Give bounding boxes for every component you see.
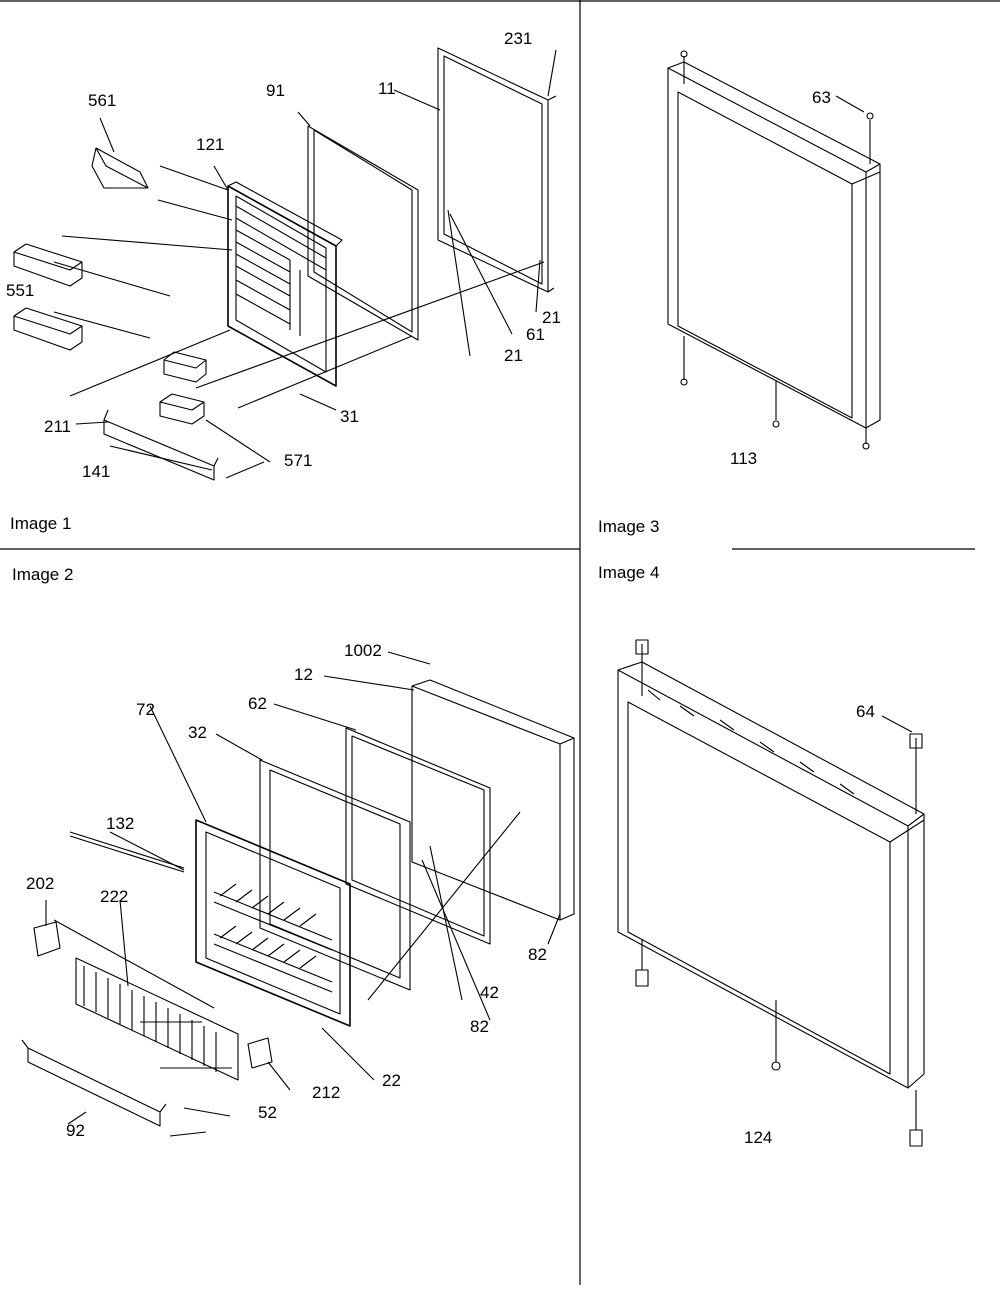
callout-label: 62: [248, 694, 267, 713]
callout-label: 21: [542, 308, 561, 327]
callout-label: 231: [504, 29, 533, 48]
callout-label: 22: [382, 1071, 401, 1090]
image2-drawing: [21, 651, 575, 1137]
callout-label: 212: [312, 1083, 341, 1102]
callout-label: 132: [106, 814, 135, 833]
callout-label: 82: [528, 945, 547, 964]
callout-label: 222: [100, 887, 129, 906]
callout-label: 561: [88, 91, 117, 110]
callout-label: 63: [812, 88, 831, 107]
callout-label: 121: [196, 135, 225, 154]
callout-label: 124: [744, 1128, 773, 1147]
callout-label: 113: [730, 449, 758, 468]
image1-title: Image 1: [10, 514, 72, 533]
image4-drawing: [617, 639, 925, 1147]
callout-label: 52: [258, 1103, 277, 1122]
callout-label: 64: [856, 702, 875, 721]
callout-label: 82: [470, 1017, 489, 1036]
callout-label: 91: [266, 81, 285, 100]
image3-drawing: [667, 50, 881, 450]
image1-drawing: [13, 47, 557, 481]
callout-label: 571: [284, 451, 313, 470]
callout-label: 32: [188, 723, 207, 742]
image4-title: Image 4: [598, 563, 660, 582]
image3-title: Image 3: [598, 517, 660, 536]
callout-label: 92: [66, 1121, 85, 1140]
callout-label: 551: [6, 281, 35, 300]
callout-label: 202: [26, 874, 55, 893]
callout-label: 72: [136, 700, 155, 719]
callout-label: 31: [340, 407, 359, 426]
callout-label: 42: [480, 983, 499, 1002]
callout-label: 141: [82, 462, 111, 481]
callout-label: 12: [294, 665, 313, 684]
image2-title: Image 2: [12, 565, 74, 584]
callout-label: 61: [526, 325, 545, 344]
callout-label: 211: [44, 417, 72, 436]
callout-label: 11: [378, 79, 396, 98]
callout-label: 21: [504, 346, 523, 365]
callout-label: 1002: [344, 641, 382, 660]
